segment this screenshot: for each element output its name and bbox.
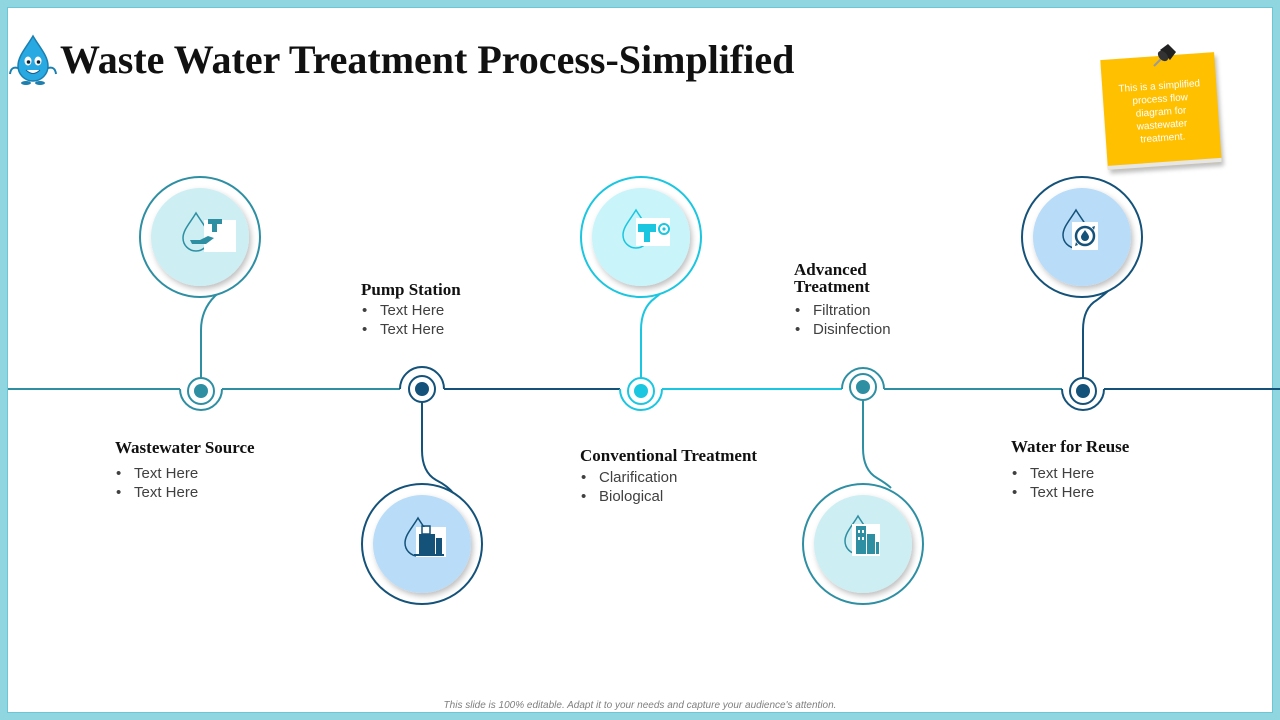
step-label-advanced-treatment: Advanced Treatment xyxy=(794,260,870,296)
building-icon xyxy=(844,514,880,556)
water-drop-mascot-icon xyxy=(9,34,57,85)
step-bullets-wastewater-source: Text Here Text Here xyxy=(115,464,198,502)
slide-footer: This slide is 100% editable. Adapt it to… xyxy=(443,700,837,711)
bullet-item: Text Here xyxy=(361,320,444,339)
step-node-wastewater-source xyxy=(139,176,261,411)
step-bullets-pump-station: Text Here Text Here xyxy=(361,301,444,339)
step-label-water-for-reuse: Water for Reuse xyxy=(1011,437,1130,456)
step-bullets-advanced-treatment: Filtration Disinfection xyxy=(794,301,891,339)
bullet-item: Disinfection xyxy=(794,320,891,339)
slide-title: Waste Water Treatment Process-Simplified xyxy=(60,37,795,82)
bullet-item: Text Here xyxy=(1011,483,1094,502)
bullet-item: Biological xyxy=(580,487,677,506)
bullet-item: Text Here xyxy=(115,464,198,483)
water-tank-icon xyxy=(404,516,446,557)
step-label-wastewater-source: Wastewater Source xyxy=(115,438,255,457)
bullet-item: Text Here xyxy=(361,301,444,320)
step-bullets-water-for-reuse: Text Here Text Here xyxy=(1011,464,1094,502)
bullet-item: Filtration xyxy=(794,301,891,320)
step-node-water-for-reuse xyxy=(1021,176,1143,411)
water-recycle-icon xyxy=(1062,208,1098,250)
step-node-conventional-treatment xyxy=(580,176,702,411)
water-tap-icon xyxy=(622,208,670,249)
step-label-pump-station: Pump Station xyxy=(361,280,461,299)
faucet-hand-icon xyxy=(182,211,236,252)
bullet-item: Text Here xyxy=(115,483,198,502)
step-label-conventional-treatment: Conventional Treatment xyxy=(580,446,758,465)
step-node-pump-station xyxy=(361,366,483,605)
push-pin-icon xyxy=(1153,44,1176,67)
bullet-item: Text Here xyxy=(1011,464,1094,483)
step-node-advanced-treatment xyxy=(802,367,924,605)
bullet-item: Clarification xyxy=(580,468,677,487)
step-bullets-conventional-treatment: Clarification Biological xyxy=(580,468,677,506)
